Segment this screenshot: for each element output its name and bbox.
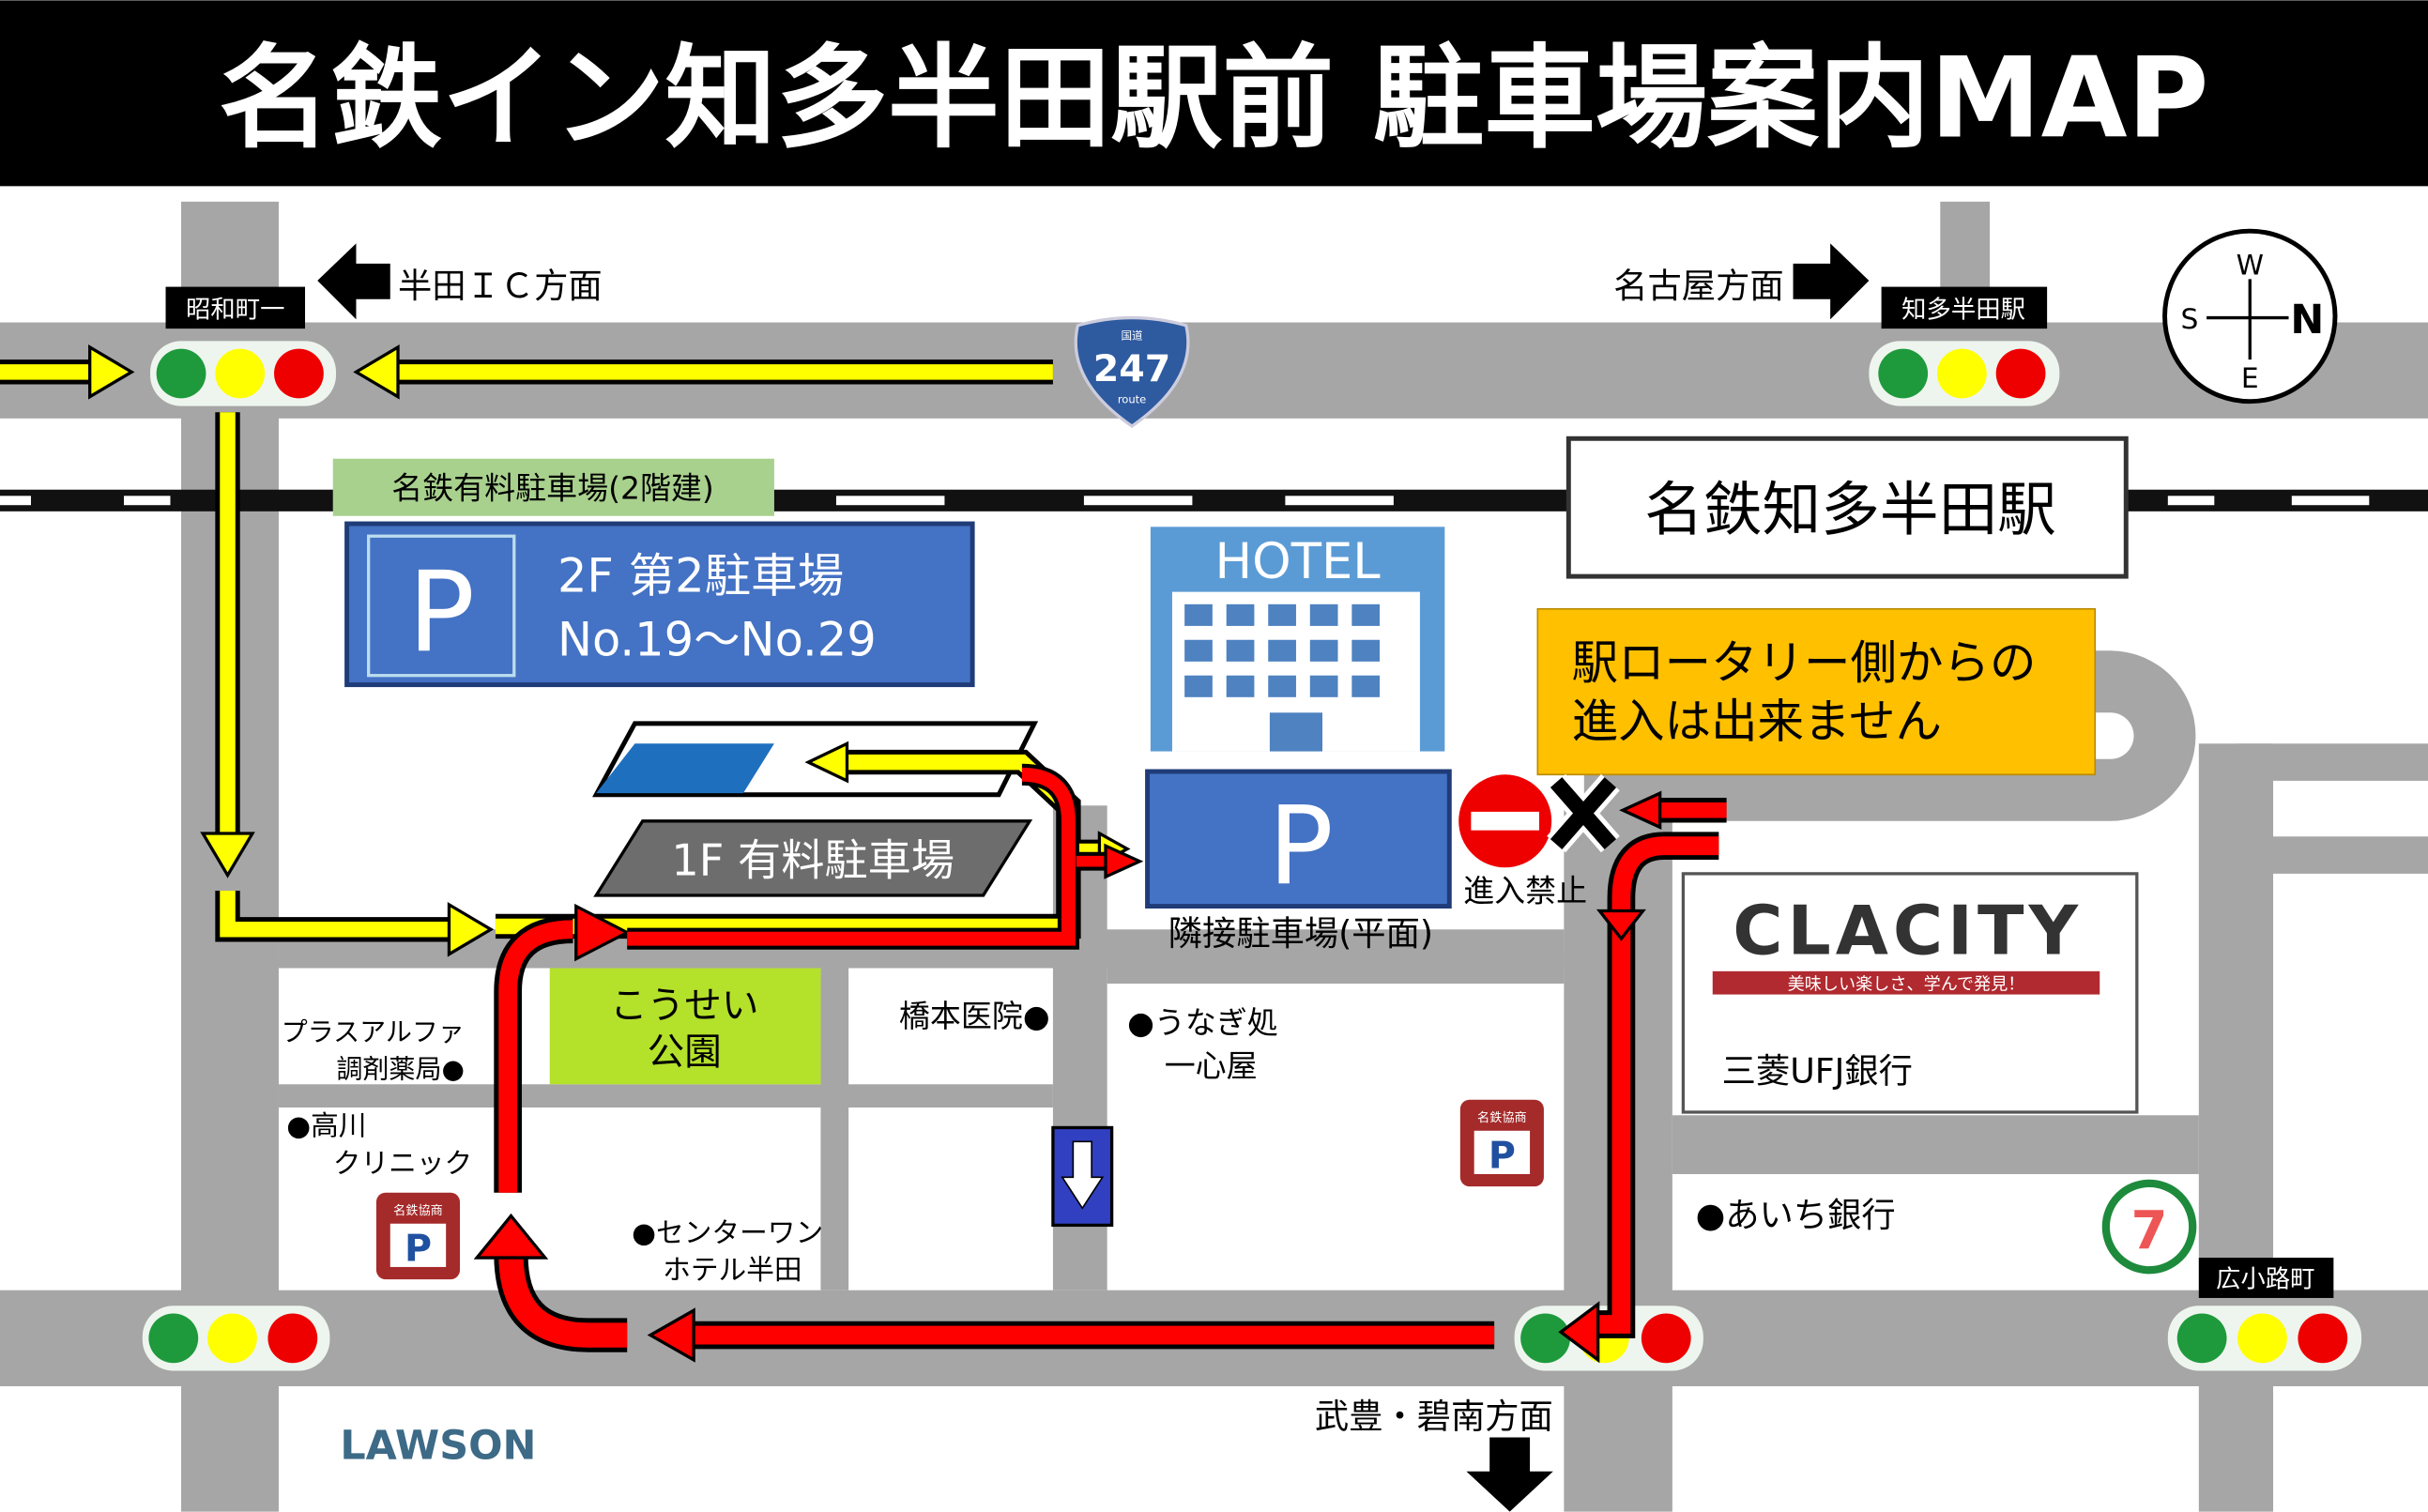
route-247-shield-icon: 国道 247 route <box>1074 316 1190 429</box>
one-way-down-icon <box>1051 1125 1114 1228</box>
seven-eleven-icon: 7 <box>2101 1179 2197 1275</box>
landmark-aichi-bank: ●あいち銀行 <box>1696 1195 1896 1235</box>
first-floor-parking-label: 1F 有料駐車場 <box>671 835 954 886</box>
svg-text:S: S <box>2180 303 2198 336</box>
direction-west: 半田ＩＣ方面 <box>398 266 603 306</box>
adjacent-parking-p: P <box>1268 784 1334 909</box>
kyosho-parking-icon: 名鉄協商 P <box>1459 1099 1544 1187</box>
second-floor-parking-sign: P 2F 第2駐車場 No.19〜No.29 <box>344 521 975 688</box>
station-label: 名鉄知多半田駅 <box>1644 476 2056 544</box>
svg-text:2F 第2駐車場: 2F 第2駐車場 <box>557 549 844 603</box>
red-route-arrows <box>473 763 1727 1364</box>
kousei-park <box>549 968 821 1085</box>
landmarks: 橋本医院● ●うなぎ処 一心屋 プラスアルファ 調剤薬局● ●高川 クリニック … <box>282 998 1896 1469</box>
lawson-logo: LAWSON <box>340 1423 536 1470</box>
arrow-down-icon <box>1466 1437 1553 1512</box>
bank-label: 三菱UFJ銀行 <box>1722 1051 1913 1092</box>
landmark-clinic: ●高川 <box>286 1110 366 1143</box>
svg-text:E: E <box>2241 362 2259 395</box>
no-entry-sign-icon <box>1458 773 1620 868</box>
clacity-logo: CLACITY <box>1733 893 2083 971</box>
intersection-label: 昭和町一 <box>186 297 285 325</box>
svg-text:247: 247 <box>1093 347 1171 390</box>
kyosho-parking-icon: 名鉄協商 P <box>375 1192 461 1280</box>
traffic-light <box>1869 341 2060 406</box>
svg-text:route: route <box>1118 392 1146 405</box>
intersection-label: 知多半田駅 <box>1901 297 2025 325</box>
parking-deck-blue <box>596 743 774 794</box>
hotel-building-icon: HOTEL <box>1150 527 1445 752</box>
landmark-pharmacy: 調剤薬局● <box>336 1054 465 1085</box>
meitetsu-parking-label <box>332 458 774 516</box>
svg-text:P: P <box>405 1227 432 1270</box>
landmark-centerone: ホテル半田 <box>663 1254 802 1287</box>
svg-text:P: P <box>407 548 475 678</box>
first-floor-parking <box>593 819 1033 897</box>
traffic-light <box>150 341 337 406</box>
park-label: こうせい <box>610 984 758 1027</box>
compass-icon: W E S N <box>2162 228 2338 405</box>
svg-text:N: N <box>2290 297 2324 344</box>
svg-text:7: 7 <box>2131 1200 2168 1261</box>
clacity-tagline: 美味しい楽しさ、学んで発見！ <box>1788 975 2025 995</box>
traffic-light <box>142 1306 330 1371</box>
landmark-hashimoto: 橋本医院● <box>899 998 1050 1034</box>
adjacent-parking-sign <box>1145 769 1452 909</box>
park-label: 公園 <box>648 1031 722 1074</box>
arrow-right-icon <box>1793 243 1870 320</box>
landmark-unagi: ●うなぎ処 <box>1127 1004 1278 1041</box>
warning-box <box>1536 607 2097 776</box>
station-box <box>1565 435 2129 579</box>
landmark-centerone: ●センターワン <box>632 1217 823 1250</box>
landmark-pharmacy: プラスアルファ <box>282 1016 465 1047</box>
traffic-light <box>2167 1306 2362 1371</box>
direction-south: 武豊・碧南方面 <box>1315 1397 1553 1437</box>
title-bar <box>0 0 2428 187</box>
adjacent-parking-label: 隣接駐車場(平面) <box>1168 913 1433 954</box>
page-title: 名鉄イン知多半田駅前 駐車場案内MAP <box>219 35 2208 164</box>
svg-text:国道: 国道 <box>1122 329 1144 343</box>
svg-text:P: P <box>1489 1134 1516 1177</box>
landmark-clinic: クリニック <box>333 1147 472 1180</box>
svg-text:No.19〜No.29: No.19〜No.29 <box>557 612 877 666</box>
svg-text:名鉄協商: 名鉄協商 <box>1477 1110 1527 1125</box>
svg-text:W: W <box>2237 249 2264 282</box>
svg-text:HOTEL: HOTEL <box>1214 533 1381 590</box>
warning-line2: 進入は出来ません <box>1572 695 1942 749</box>
intersection-label: 広小路町 <box>2216 1265 2315 1293</box>
meitetsu-parking-text: 名鉄有料駐車場(2階建) <box>391 470 714 507</box>
no-entry-label: 進入禁止 <box>1463 873 1587 909</box>
warning-line1: 駅ロータリー側からの <box>1572 635 2037 690</box>
landmark-unagi: 一心屋 <box>1165 1047 1258 1084</box>
direction-east: 名古屋方面 <box>1613 266 1783 306</box>
svg-text:名鉄協商: 名鉄協商 <box>393 1203 443 1218</box>
arrow-left-icon <box>317 243 390 320</box>
